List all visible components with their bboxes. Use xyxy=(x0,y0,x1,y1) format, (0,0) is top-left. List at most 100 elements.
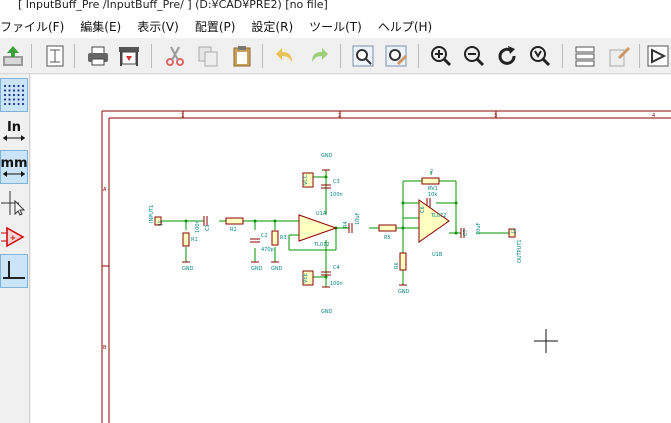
c5-val-label: 10uF xyxy=(355,212,361,225)
window-title: [ InputBuff_Pre /InputBuff_Pre/ ] (D:¥CA… xyxy=(0,0,671,14)
find-replace-button[interactable] xyxy=(383,43,409,69)
plot-button[interactable] xyxy=(116,43,142,69)
c4-val-label: 100n xyxy=(330,281,343,287)
zoom-in-icon xyxy=(431,46,452,67)
toggle-grid-button[interactable] xyxy=(0,78,28,112)
hierarchy-icon xyxy=(575,46,595,67)
leave-sheet-icon xyxy=(609,46,631,67)
find-button[interactable] xyxy=(350,43,376,69)
r5-label: R5 xyxy=(384,235,391,241)
c1-label: C1 xyxy=(205,224,211,231)
r1-label: R1 xyxy=(191,237,198,243)
c3-label: C3 xyxy=(333,179,340,185)
u1a-part-label: TL072 xyxy=(313,242,329,248)
main-toolbar xyxy=(0,38,671,74)
redo-button[interactable] xyxy=(305,43,331,69)
menu-file[interactable]: ファイル(F) xyxy=(0,19,65,34)
gnd-label-2: GND xyxy=(251,266,263,272)
u1b-label: U1B xyxy=(432,252,443,258)
scissors-icon xyxy=(166,46,184,66)
schematic-drawing[interactable]: 1 2 3 4 A B xyxy=(31,75,671,423)
symbol-editor-icon xyxy=(647,45,669,67)
rv1-label: RV1 xyxy=(428,186,438,192)
c7-val-label: 10uF xyxy=(476,222,482,235)
r2-label: R2 xyxy=(230,227,237,233)
gnd-label-1: GND xyxy=(182,266,194,272)
hierarchy-navigator-button[interactable] xyxy=(572,43,598,69)
c2-label: C2 xyxy=(261,233,268,239)
hidden-pin-icon: + xyxy=(1,226,25,248)
r6-label: R6 xyxy=(394,262,400,269)
menu-place[interactable]: 配置(P) xyxy=(194,19,236,34)
find-replace-icon xyxy=(385,45,408,67)
measure-arrow-icon xyxy=(3,170,25,177)
refresh-icon xyxy=(498,46,516,65)
vee-label: VEE xyxy=(303,273,309,283)
zoom-fit-button[interactable] xyxy=(527,43,553,69)
menu-edit[interactable]: 編集(E) xyxy=(80,19,122,34)
output-connector-label: OUTPUT1 xyxy=(517,239,523,263)
cursor-shape-button[interactable] xyxy=(0,186,28,220)
vcc-label: VCC xyxy=(303,174,309,185)
menu-tools[interactable]: ツール(T) xyxy=(309,19,362,34)
r4-label: R4 xyxy=(343,221,349,228)
input-connector-label: INPUT1 xyxy=(149,205,155,223)
left-toolbar: In mm + xyxy=(0,74,30,423)
c3-val-label: 100n xyxy=(330,192,343,198)
leave-sheet-button[interactable] xyxy=(606,43,632,69)
rv1-pin-label: 2 xyxy=(430,169,433,175)
page-settings-button[interactable] xyxy=(42,43,68,69)
copy-icon xyxy=(198,46,218,67)
input-ref-label: J1 xyxy=(158,220,164,226)
redo-icon xyxy=(312,48,328,62)
sheet-col-4: 4 xyxy=(652,113,655,119)
zoom-out-button[interactable] xyxy=(461,43,487,69)
menu-settings[interactable]: 設定(R) xyxy=(251,19,294,34)
zoom-out-icon xyxy=(464,46,485,67)
wire-angle-icon xyxy=(3,261,25,279)
gnd-label-6: GND xyxy=(398,289,410,295)
output-ref-label: J2 xyxy=(511,228,517,234)
crosshair-cursor-icon xyxy=(534,329,558,353)
crosshair-cursor-icon xyxy=(1,191,26,216)
sheet-col-3: 3 xyxy=(494,113,497,119)
c2-val-label: 470p xyxy=(261,247,274,253)
c7-label: C7 xyxy=(463,229,469,236)
hidden-pins-button[interactable]: + xyxy=(0,220,28,254)
inch-units-button[interactable]: In xyxy=(0,114,28,148)
plotter-icon xyxy=(119,47,139,66)
paste-button[interactable] xyxy=(229,43,255,69)
undo-icon xyxy=(276,48,292,62)
sheet-row-b: B xyxy=(103,345,107,351)
find-icon xyxy=(352,45,374,67)
schematic-canvas[interactable]: 1 2 3 4 A B xyxy=(31,75,671,423)
redraw-button[interactable] xyxy=(494,43,520,69)
save-icon xyxy=(3,46,23,66)
save-schematic-button[interactable] xyxy=(0,43,26,69)
print-button[interactable] xyxy=(85,43,111,69)
mm-units-button[interactable]: mm xyxy=(0,150,28,184)
menu-help[interactable]: ヘルプ(H) xyxy=(377,19,433,34)
gnd-label-3: GND xyxy=(271,266,283,272)
undo-button[interactable] xyxy=(273,43,299,69)
c4-label: C4 xyxy=(333,265,340,271)
c1-val-label: 100n xyxy=(195,220,201,233)
clipboard-icon xyxy=(233,46,251,67)
cut-button[interactable] xyxy=(162,43,188,69)
gnd-label-4: GND xyxy=(321,153,333,159)
measure-arrow-icon xyxy=(3,134,25,141)
symbol-editor-button[interactable] xyxy=(645,43,671,69)
r3-label: R3 xyxy=(280,235,287,241)
mm-units-label: mm xyxy=(0,155,28,171)
wire-angle-button[interactable] xyxy=(0,254,28,288)
c6-label: C6 xyxy=(420,206,426,213)
svg-text:+: + xyxy=(10,234,16,242)
zoom-fit-icon xyxy=(530,46,551,67)
copy-button[interactable] xyxy=(195,43,221,69)
menu-view[interactable]: 表示(V) xyxy=(137,19,179,34)
sheet-col-2: 2 xyxy=(338,113,341,119)
printer-icon xyxy=(88,46,108,66)
zoom-in-button[interactable] xyxy=(428,43,454,69)
page-settings-icon xyxy=(46,45,64,67)
